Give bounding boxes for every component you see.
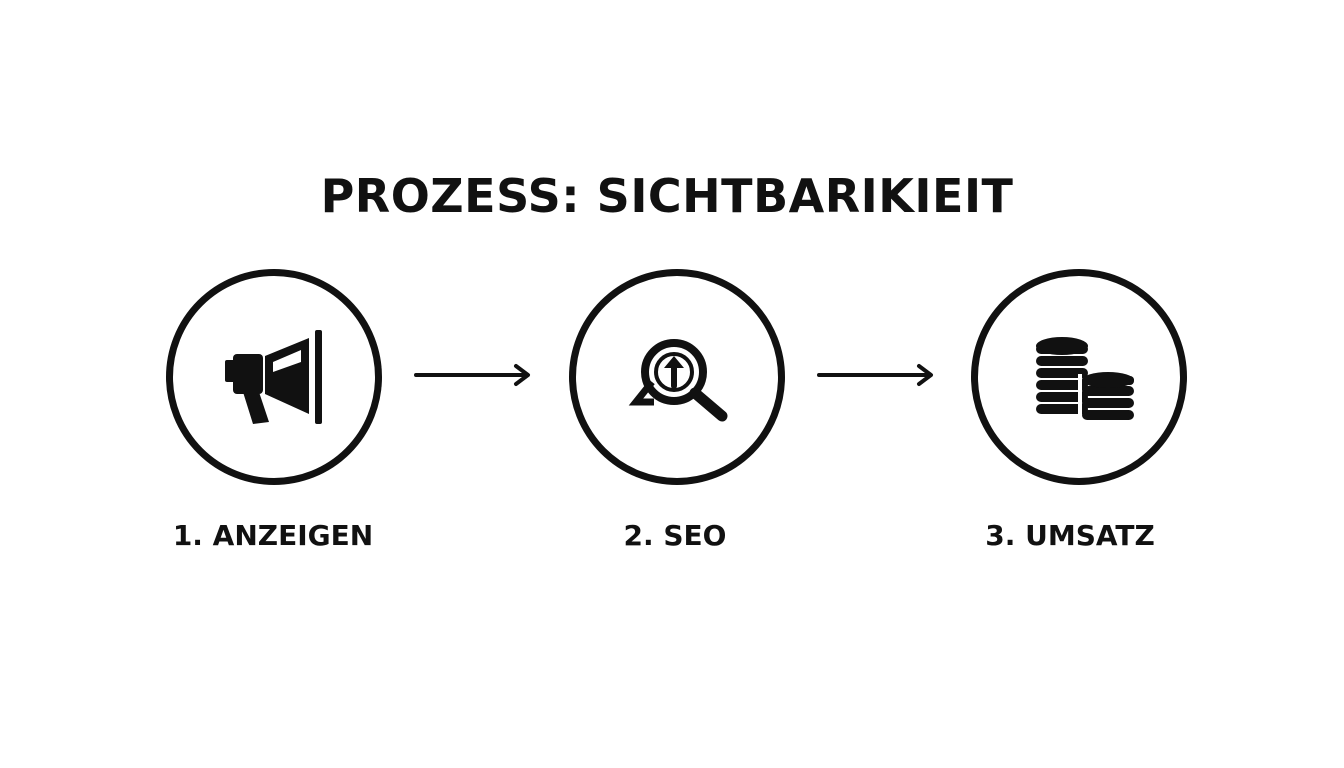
step-circle-seo — [569, 269, 785, 485]
step-circle-anzeigen — [166, 269, 382, 485]
step-label-anzeigen: 1. ANZEIGEN — [172, 519, 374, 552]
diagram-title: PROZESS: SICHTBARIKIEIT — [320, 169, 1014, 223]
magnifier-arrow-up-icon — [628, 339, 728, 422]
megaphone-icon — [225, 330, 322, 424]
step-circle-umsatz — [971, 269, 1187, 485]
arrow-right-icon — [414, 364, 530, 386]
step-label-umsatz: 3. UMSATZ — [985, 519, 1155, 552]
step-label-seo: 2. SEO — [623, 519, 727, 552]
coin-stacks-icon — [1036, 337, 1134, 422]
arrow-right-icon — [817, 364, 933, 386]
